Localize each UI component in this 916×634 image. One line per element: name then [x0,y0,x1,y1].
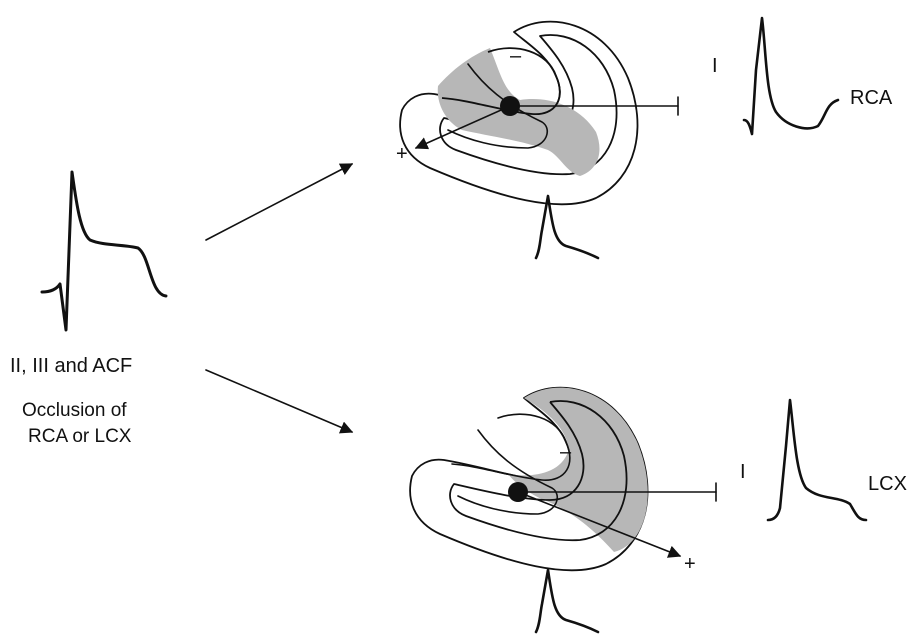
caption-line-1: Occlusion of [22,400,127,421]
minus-sign-top: – [510,45,522,67]
electrical-center-top [500,96,520,116]
artery-label-lcx: LCX [868,473,907,495]
plus-sign-top: + [396,143,408,165]
plus-sign-bottom: + [684,553,696,575]
artery-label-rca: RCA [850,87,893,109]
heart-diagram-top: – + [396,22,678,205]
heart-diagram-bottom: – + [410,388,716,575]
ecg-inferior-trace-top [536,196,598,258]
ecg-lead-i-trace-bottom [768,400,866,520]
leads-label: II, III and ACF [10,355,132,377]
left-panel: II, III and ACF Occlusion of RCA or LCX [10,164,352,447]
ecg-st-elevation-trace [42,172,166,330]
arrow-to-top-heart [206,164,352,240]
bottom-panel-lcx: – + I LCX [410,388,907,632]
lead-label-top: I [712,55,718,77]
ecg-inferior-trace-bottom [536,570,598,632]
ecg-lead-i-trace-top [744,18,838,134]
minus-sign-bottom: – [560,441,572,463]
lead-label-bottom: I [740,461,746,483]
arrow-to-bottom-heart [206,370,352,432]
caption-line-2: RCA or LCX [28,426,132,447]
electrical-center-bottom [508,482,528,502]
top-panel-rca: – + I RCA [396,18,893,258]
